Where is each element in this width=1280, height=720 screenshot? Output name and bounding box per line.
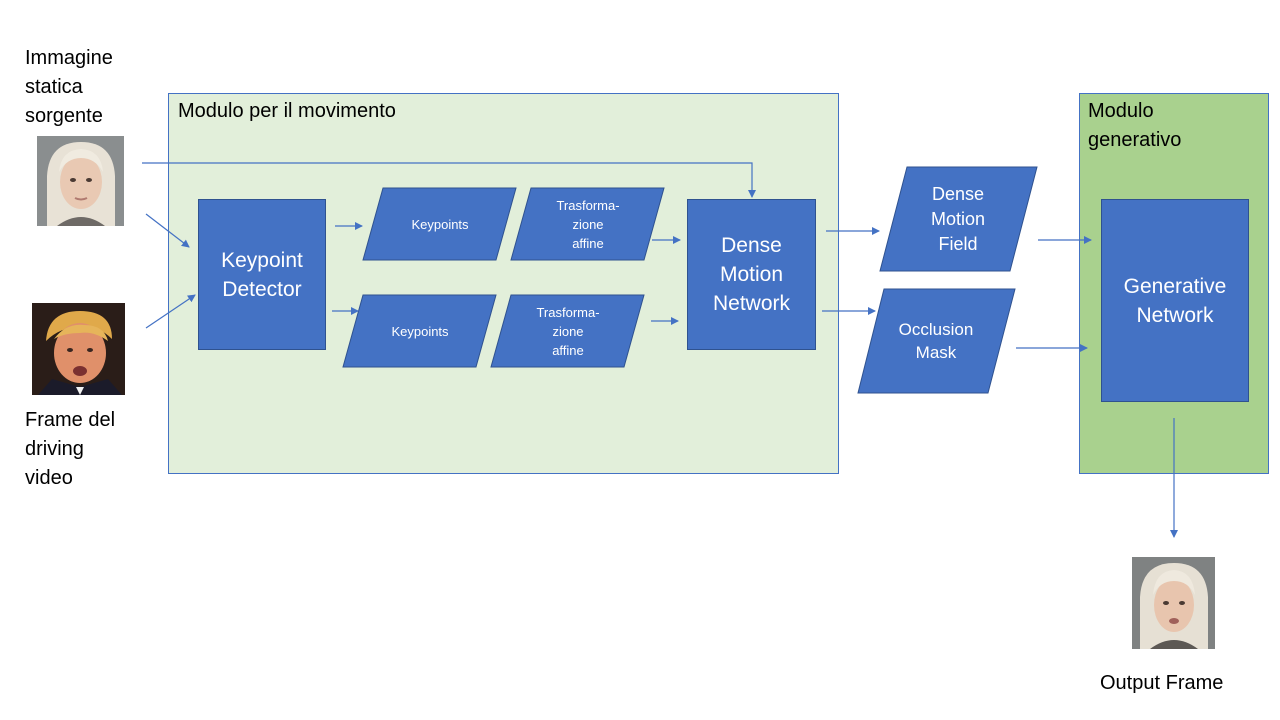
driving-face-image (32, 303, 125, 395)
keypoints-top-label: Keypoints (411, 216, 469, 232)
source-image-label: Immagine statica sorgente (25, 47, 113, 127)
arrow-driving-to-detector (145, 294, 196, 329)
source-face-image (37, 136, 124, 226)
occlusion-mask-label: Occlusion Mask (898, 320, 974, 362)
generative-network-label: Generative Network (1123, 274, 1227, 327)
keypoint-detector-label: Keypoint Detector (221, 248, 303, 301)
arrow-source-to-dense-motion (142, 162, 756, 198)
dense-motion-field-shape (879, 166, 1038, 272)
affine-bottom-shape (490, 294, 645, 368)
keypoints-bottom-label: Keypoints (391, 323, 449, 339)
dense-motion-field-label: Dense Motion Field (930, 183, 986, 254)
dense-motion-network-box: Dense Motion Network (687, 199, 816, 350)
occlusion-mask-shape (857, 288, 1016, 394)
keypoints-bottom-shape (342, 294, 497, 368)
affine-bottom-label: Trasforma- zione affine (536, 304, 600, 358)
output-face-image (1132, 557, 1215, 649)
dense-motion-network-label: Dense Motion Network (712, 234, 791, 315)
motion-module-title: Modulo per il movimento (178, 100, 396, 122)
arrow-source-to-detector (145, 213, 190, 248)
output-frame-label: Output Frame (1100, 672, 1224, 694)
affine-top-label: Trasforma- zione affine (556, 197, 620, 251)
keypoint-detector-box: Keypoint Detector (198, 199, 326, 350)
affine-top-shape (510, 187, 665, 261)
generative-network-box: Generative Network (1101, 199, 1249, 402)
generative-module-title: Modulo generativo (1088, 100, 1182, 151)
keypoints-top-shape (362, 187, 517, 261)
driving-frame-label: Frame del driving video (25, 409, 116, 489)
